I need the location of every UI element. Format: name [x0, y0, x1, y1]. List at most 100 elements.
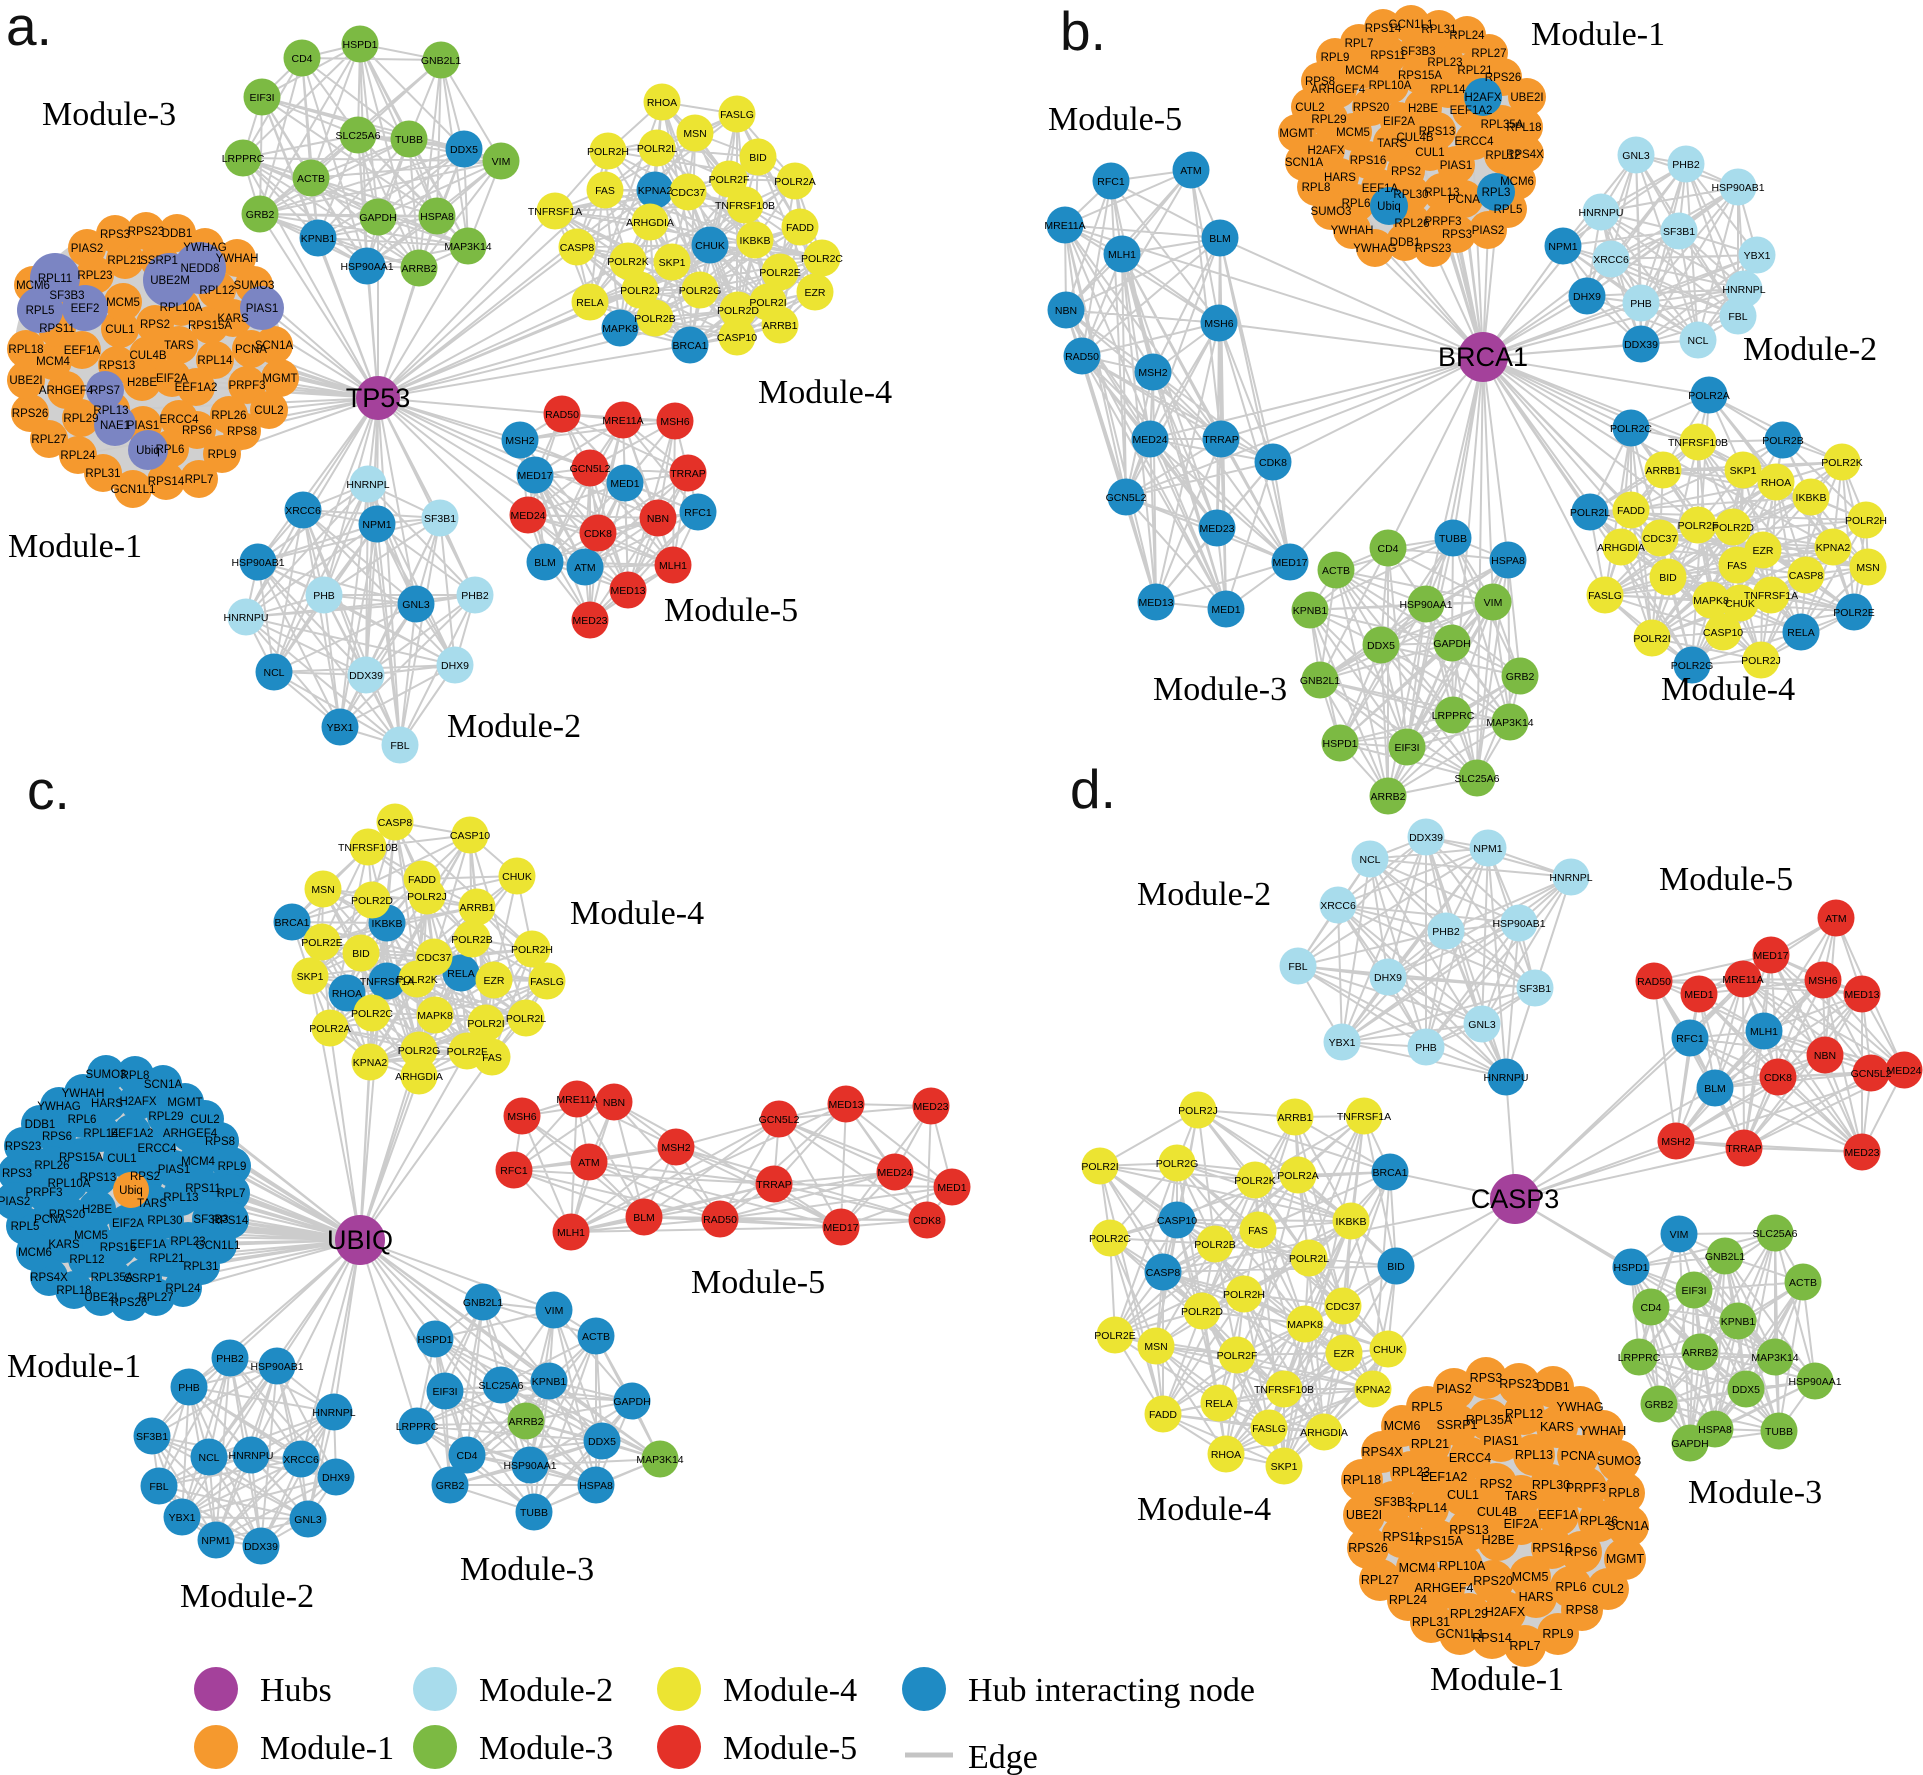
svg-text:RHOA: RHOA	[1211, 1449, 1241, 1461]
svg-text:POLR2J: POLR2J	[407, 891, 447, 903]
svg-text:RPL21: RPL21	[149, 1253, 184, 1265]
svg-text:EEF2: EEF2	[71, 303, 100, 315]
svg-text:CASP10: CASP10	[1157, 1215, 1197, 1227]
svg-text:CUL1: CUL1	[1447, 1488, 1479, 1502]
svg-text:PIAS2: PIAS2	[1472, 225, 1505, 237]
svg-text:SLC25A6: SLC25A6	[1455, 773, 1500, 785]
svg-text:POLR2A: POLR2A	[1688, 390, 1729, 402]
svg-text:NBN: NBN	[1814, 1050, 1836, 1062]
svg-text:GAPDH: GAPDH	[613, 1396, 650, 1408]
svg-text:POLR2K: POLR2K	[1234, 1175, 1275, 1187]
svg-text:SCN1A: SCN1A	[1285, 157, 1324, 169]
svg-text:KPNA2: KPNA2	[1816, 542, 1851, 554]
svg-text:POLR2G: POLR2G	[679, 285, 722, 297]
svg-text:LRPPRC: LRPPRC	[1432, 710, 1475, 722]
svg-text:ARHGEF4: ARHGEF4	[163, 1128, 218, 1140]
svg-text:MED23: MED23	[1844, 1147, 1879, 1159]
svg-text:EIF2A: EIF2A	[1504, 1517, 1539, 1531]
svg-text:MSH6: MSH6	[1204, 318, 1233, 330]
svg-text:RPL24: RPL24	[1449, 30, 1485, 42]
svg-text:CASP8: CASP8	[1146, 1267, 1181, 1279]
svg-text:EZR: EZR	[1753, 545, 1774, 557]
svg-text:RPS23: RPS23	[1499, 1377, 1539, 1391]
svg-text:RELA: RELA	[447, 968, 474, 980]
svg-text:Module-1: Module-1	[260, 1730, 394, 1767]
svg-text:HARS: HARS	[1324, 172, 1356, 184]
svg-text:RPS14: RPS14	[1472, 1631, 1512, 1645]
svg-text:RPS8: RPS8	[1566, 1603, 1599, 1617]
svg-text:MAPK8: MAPK8	[1693, 595, 1729, 607]
svg-text:YWHAH: YWHAH	[216, 253, 259, 265]
svg-text:RPL29: RPL29	[148, 1111, 183, 1123]
svg-text:CDK8: CDK8	[1259, 457, 1287, 469]
svg-text:RPL18: RPL18	[1343, 1473, 1381, 1487]
svg-text:MCM5: MCM5	[106, 297, 140, 309]
svg-text:HSPA8: HSPA8	[579, 1480, 613, 1492]
svg-text:RPL30: RPL30	[1393, 189, 1428, 201]
svg-text:FASLG: FASLG	[530, 976, 564, 988]
svg-text:RPL9: RPL9	[1542, 1627, 1573, 1641]
svg-text:FASLG: FASLG	[1252, 1423, 1286, 1435]
svg-text:CD4: CD4	[1640, 1302, 1661, 1314]
svg-text:RPL12: RPL12	[69, 1254, 104, 1266]
svg-text:RPL23: RPL23	[1392, 1465, 1430, 1479]
svg-text:UBE2I: UBE2I	[9, 375, 42, 387]
svg-text:RPL6: RPL6	[1342, 198, 1371, 210]
svg-text:TRRAP: TRRAP	[1203, 434, 1239, 446]
svg-text:PHB: PHB	[1415, 1042, 1437, 1054]
svg-text:RHOA: RHOA	[1761, 477, 1791, 489]
svg-text:RPS20: RPS20	[49, 1209, 85, 1221]
svg-text:RPS13: RPS13	[80, 1172, 116, 1184]
svg-text:DHX9: DHX9	[322, 1472, 350, 1484]
svg-text:POLR2K: POLR2K	[607, 256, 648, 268]
svg-text:FADD: FADD	[408, 874, 436, 886]
svg-text:RPL5: RPL5	[1494, 204, 1523, 216]
svg-text:MCM5: MCM5	[74, 1230, 108, 1242]
svg-text:Module-4: Module-4	[1661, 671, 1795, 708]
svg-text:VIM: VIM	[545, 1305, 564, 1317]
svg-text:PRPF3: PRPF3	[1424, 216, 1461, 228]
svg-text:HSP90AA1: HSP90AA1	[340, 261, 393, 273]
svg-text:CDC37: CDC37	[1643, 533, 1678, 545]
svg-text:BID: BID	[1387, 1261, 1405, 1273]
svg-text:Module-2: Module-2	[180, 1578, 314, 1615]
svg-text:RAD50: RAD50	[545, 409, 579, 421]
svg-text:RPL13: RPL13	[1515, 1448, 1553, 1462]
svg-text:XRCC6: XRCC6	[285, 505, 321, 517]
svg-text:RPS11: RPS11	[39, 323, 75, 335]
svg-text:POLR2G: POLR2G	[1156, 1158, 1199, 1170]
svg-text:DDB1: DDB1	[1390, 237, 1421, 249]
svg-text:RPL35A: RPL35A	[1466, 1413, 1513, 1427]
svg-text:SSRP1: SSRP1	[1437, 1418, 1478, 1432]
svg-text:RPL10A: RPL10A	[1369, 80, 1412, 92]
svg-text:KARS: KARS	[217, 313, 249, 325]
svg-text:EZR: EZR	[484, 975, 505, 987]
svg-text:HNRNPL: HNRNPL	[1549, 872, 1592, 884]
svg-text:EEF1A2: EEF1A2	[1450, 105, 1493, 117]
svg-text:PHB2: PHB2	[1672, 159, 1700, 171]
svg-text:POLR2A: POLR2A	[309, 1023, 350, 1035]
svg-text:RPL6: RPL6	[1555, 1580, 1586, 1594]
svg-text:HSP90AA1: HSP90AA1	[1788, 1376, 1841, 1388]
svg-text:EEF1A2: EEF1A2	[1421, 1470, 1468, 1484]
svg-text:NBN: NBN	[1055, 305, 1077, 317]
svg-text:MCM4: MCM4	[1399, 1561, 1436, 1575]
svg-text:RPL21: RPL21	[107, 255, 142, 267]
svg-text:RPL9: RPL9	[218, 1161, 247, 1173]
svg-text:RHOA: RHOA	[647, 97, 677, 109]
svg-text:RPL5: RPL5	[26, 305, 55, 317]
svg-text:RPL8: RPL8	[1302, 182, 1331, 194]
svg-text:SKP1: SKP1	[659, 257, 686, 269]
svg-text:RELA: RELA	[1205, 1398, 1232, 1410]
svg-text:EEF1A: EEF1A	[64, 345, 101, 357]
svg-text:Module-2: Module-2	[447, 708, 581, 745]
svg-text:ARRB2: ARRB2	[1370, 791, 1405, 803]
svg-text:NCL: NCL	[1359, 854, 1380, 866]
svg-text:RPL3: RPL3	[1482, 187, 1511, 199]
svg-text:MCM5: MCM5	[1336, 127, 1370, 139]
svg-text:HSP90AB1: HSP90AB1	[1492, 918, 1545, 930]
svg-text:RPL26: RPL26	[34, 1160, 69, 1172]
svg-text:MGMT: MGMT	[1606, 1552, 1645, 1566]
svg-text:Edge: Edge	[968, 1739, 1038, 1775]
svg-text:ARHGDIA: ARHGDIA	[1300, 1427, 1348, 1439]
